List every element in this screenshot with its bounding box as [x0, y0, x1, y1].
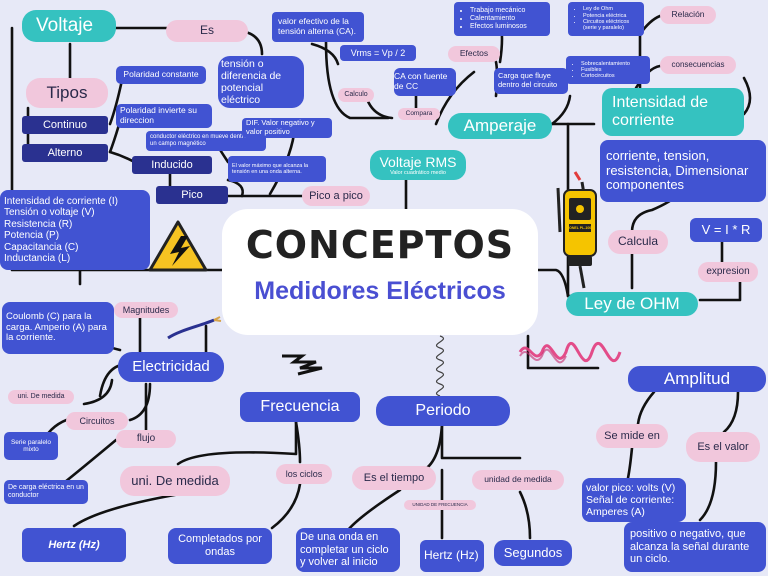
multimeter-icon: [556, 171, 597, 289]
periodo-es-tiempo: Es el tiempo: [352, 466, 436, 490]
amperaje-efectos: Efectos: [448, 46, 500, 62]
electricidad-uni-medida: uni. De medida: [8, 390, 74, 404]
ohm-calcula-list: corriente, tension, resistencia, Dimensi…: [600, 140, 766, 202]
frecuencia-node: Frecuencia: [240, 392, 360, 422]
relacion-item: Potencia eléctrica: [583, 13, 641, 19]
periodo-segundos: Segundos: [494, 540, 572, 566]
wave-spring: [436, 335, 444, 397]
frecuencia-completados: Completados por ondas: [168, 528, 272, 564]
amperaje-consecuencias-list: Sobrecalentamiento Fusibles Cortocircuit…: [566, 56, 650, 84]
magnitud-item: Intensidad de corriente (I): [4, 195, 118, 207]
amperaje-relacion: Relación: [660, 6, 716, 24]
voltaje-rms-title: Voltaje RMS: [379, 153, 457, 170]
amperaje-consecuencias: consecuencias: [660, 56, 736, 74]
periodo-tiempo-desc: De una onda en completar un ciclo y volv…: [296, 528, 400, 572]
electricidad-circuitos: Circuitos: [66, 412, 128, 430]
ohm-calcula: Calcula: [608, 230, 668, 254]
voltaje-continuo: Continuo: [22, 116, 108, 134]
voltaje-title: Voltaje: [36, 15, 94, 37]
electricidad-serie: Serie paralelo mixto: [4, 432, 58, 460]
relacion-item: Circuitos eléctricos (serie y paralelo): [583, 19, 641, 32]
voltaje-node: Voltaje: [22, 10, 116, 42]
amplitud-es-valor: Es el valor: [686, 432, 760, 462]
periodo-unidad-frecuencia: UNIDAD DE FRECUENCIA: [404, 500, 476, 510]
consecuencia-item: Cortocircuitos: [581, 73, 630, 79]
voltaje-formula: Vrms = Vp / 2: [340, 45, 416, 61]
center-title: CONCEPTOS: [245, 223, 515, 267]
center-subtitle: Medidores Eléctricos: [254, 277, 506, 305]
multimeter-label: SONEL PL-1000: [566, 225, 594, 230]
magnitud-item: Tensión o voltaje (V): [4, 207, 95, 218]
voltaje-alterno: Alterno: [22, 144, 108, 162]
periodo-node: Periodo: [376, 396, 510, 426]
voltaje-pico: Pico: [156, 186, 228, 204]
voltaje-es: Es: [166, 20, 248, 42]
voltaje-inducido: Inducido: [132, 156, 212, 174]
amperaje-efectos-list: Trabajo mecánico Calentamiento Efectos l…: [454, 2, 550, 36]
magnitudes-list: Intensidad de corriente (I) Tensión o vo…: [0, 190, 150, 270]
periodo-hertz: Hertz (Hz): [420, 540, 484, 572]
voltaje-compara: Compara: [398, 108, 440, 120]
amperaje-intensidad: Intensidad de corriente: [602, 88, 744, 136]
amplitud-valor-desc: positivo o negativo, que alcanza la seña…: [624, 522, 766, 572]
voltaje-calculo: Calculo: [338, 88, 374, 102]
voltaje-polaridad-constante: Polaridad constante: [116, 66, 206, 84]
voltaje-inducido-desc: conductor eléctrico en mueve dentro de u…: [146, 131, 266, 151]
amplitud-se-mide: Se mide en: [596, 424, 668, 448]
frecuencia-uni-medida: uni. De medida: [120, 466, 230, 496]
efecto-item: Efectos luminosos: [470, 23, 527, 31]
warning-icon: [148, 220, 208, 272]
voltaje-definicion: tensión o diferencia de potencial eléctr…: [218, 56, 304, 108]
amperaje-carga: Carga que fluye dentro del circuito: [494, 68, 568, 94]
voltaje-rms-node: Voltaje RMS Valor cuadrático medio: [370, 150, 466, 180]
frecuencia-ciclos: los ciclos: [276, 464, 332, 484]
consecuencia-item: Fusibles: [581, 67, 630, 73]
ohm-node: Ley de OHM: [566, 292, 698, 316]
efecto-item: Calentamiento: [470, 15, 527, 23]
ohm-expresion: expresion: [698, 262, 758, 282]
voltaje-pico-desc: El valor máximo que alcanza la tensión e…: [228, 156, 326, 182]
efecto-item: Trabajo mecánico: [470, 7, 527, 15]
amperaje-node: Amperaje: [448, 113, 552, 139]
magnitudes-label: Magnitudes: [114, 302, 178, 318]
cable-drawing: [167, 318, 215, 340]
voltaje-rms-sub: Valor cuadrático medio: [390, 169, 446, 176]
zigzag-signal: [282, 354, 323, 376]
relacion-item: Ley de Ohm: [583, 6, 641, 12]
wave-sine: [518, 342, 622, 362]
central-node: CONCEPTOS Medidores Eléctricos: [222, 209, 538, 335]
magnitud-item: Resistencia (R): [4, 218, 73, 230]
amplitud-node: Amplitud: [628, 366, 766, 392]
electricidad-flujo: flujo: [116, 430, 176, 448]
periodo-unidad-medida: unidad de medida: [472, 470, 564, 490]
voltaje-ca-cc: CA con fuente de CC: [394, 68, 456, 96]
consecuencia-item: Sobrecalentamiento: [581, 61, 630, 67]
voltaje-polaridad-invierte: Polaridad invierte su direccion: [116, 104, 212, 128]
magnitud-item: Inductancia (L): [4, 253, 71, 264]
magnitud-item: Capacitancia (C): [4, 241, 79, 253]
ohm-formula: V = I * R: [690, 218, 762, 242]
electricidad-node: Electricidad: [118, 352, 224, 382]
frecuencia-hertz: Hertz (Hz): [22, 528, 126, 562]
magnitud-item: Potencia (P): [4, 230, 60, 241]
voltaje-tipos: Tipos: [26, 78, 108, 108]
electricidad-coulomb: Coulomb (C) para la carga. Amperio (A) p…: [2, 302, 114, 354]
amperaje-relacion-list: Ley de Ohm Potencia eléctrica Circuitos …: [568, 2, 644, 36]
voltaje-dif-valor: DIF. Valor negativo y valor positivo: [242, 118, 332, 138]
voltaje-pico-a-pico: Pico a pico: [302, 186, 370, 206]
amplitud-valores: valor pico: volts (V) Señal de corriente…: [582, 478, 686, 522]
voltaje-valor-efectivo: valor efectivo de la tensión alterna (CA…: [272, 12, 364, 42]
electricidad-flujo-desc: De carga eléctrica en un conductor: [4, 480, 88, 504]
